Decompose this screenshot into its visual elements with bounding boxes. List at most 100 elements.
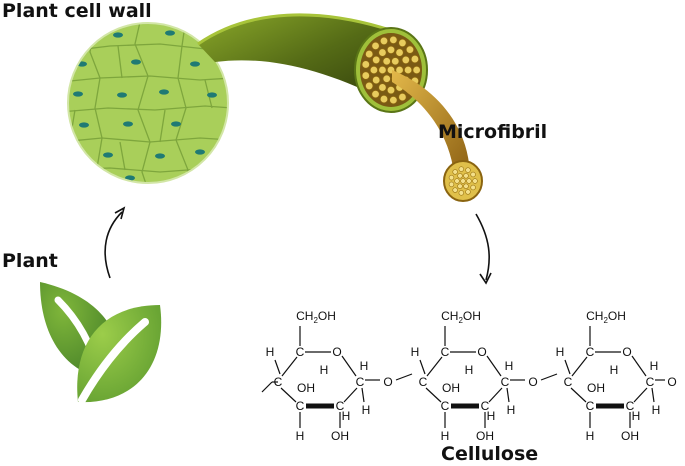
bond-line	[280, 387, 297, 403]
bond-line	[564, 359, 571, 375]
hydrogen-atom: H	[632, 409, 641, 423]
carbon-atom: C	[626, 399, 635, 413]
strand-dot	[398, 38, 407, 48]
hydroxyl-group: OH	[331, 429, 349, 443]
carbon-atom: C	[336, 399, 345, 413]
strand-dot	[371, 55, 381, 65]
ring-oxygen: O	[477, 345, 486, 359]
bond-line	[395, 373, 413, 381]
hydrogen-atom: H	[487, 409, 496, 423]
cell-wall-circle	[67, 22, 229, 184]
bond-line	[341, 355, 357, 377]
carbon-atom: C	[441, 345, 450, 359]
strand-dot	[364, 49, 374, 59]
bond-line	[631, 355, 647, 377]
strand-dot	[401, 55, 411, 65]
strand-dot	[398, 92, 407, 102]
strand-dot	[371, 75, 381, 85]
microfibril-dot	[448, 174, 455, 181]
bond-line	[633, 387, 648, 403]
bond-line	[274, 359, 281, 375]
bond-line	[486, 355, 502, 377]
microfibril-dot	[457, 173, 463, 179]
carbon-atom: C	[419, 375, 428, 389]
ring-oxygen: O	[332, 345, 341, 359]
microfibril-dot	[472, 178, 478, 184]
strand-dot	[371, 89, 380, 99]
strand-dot	[389, 95, 398, 105]
carbon-atom: C	[296, 399, 305, 413]
strand-dot	[410, 54, 420, 64]
carbon-atom: C	[586, 345, 595, 359]
hydroxyl-group: OH	[476, 429, 494, 443]
microfibril-dots	[448, 166, 478, 196]
strand-dot	[378, 48, 387, 57]
leaf-icon	[40, 282, 162, 404]
strand-dot	[403, 65, 413, 75]
microfibril-dot	[454, 178, 460, 184]
hydrogen-atom: H	[360, 359, 369, 373]
fiber-strands	[361, 35, 421, 105]
strand-dot	[361, 71, 370, 80]
glycosidic-oxygen: O	[528, 375, 537, 389]
hydrogen-atom: H	[507, 403, 516, 417]
bond-line	[425, 387, 442, 403]
carbon-atom: C	[501, 375, 510, 389]
strand-dot	[382, 57, 391, 66]
microfibril-dot	[466, 178, 472, 184]
hydrogen-atom: H	[266, 345, 275, 359]
hydroxyl-group: OH	[587, 381, 605, 395]
microfibril-dot	[460, 178, 466, 184]
microfibril-dot	[452, 169, 458, 175]
label-plant-cell-wall: Plant cell wall	[2, 0, 152, 22]
microfibril-dot	[465, 189, 471, 195]
strand-dot	[382, 74, 391, 83]
strand-dot	[405, 45, 415, 54]
hydrogen-atom: H	[296, 429, 305, 443]
carbon-atom: C	[564, 375, 573, 389]
microfibril-dot	[457, 183, 463, 189]
microfibril-dot	[463, 183, 469, 189]
strand-dot	[378, 65, 387, 75]
hydrogen-atom: H	[652, 403, 661, 417]
bond-line	[651, 387, 655, 403]
carbon-atom: C	[296, 345, 305, 359]
hydrogen-atom: H	[610, 363, 619, 377]
strand-dot	[389, 35, 398, 45]
strand-dot	[412, 65, 421, 75]
carbon-atom: C	[586, 399, 595, 413]
hydrogen-atom: H	[362, 403, 371, 417]
hydrogen-atom: H	[441, 429, 450, 443]
bond-line	[281, 356, 298, 377]
hydrogen-atom: H	[465, 363, 474, 377]
hydrogen-atom: H	[342, 409, 351, 423]
strand-dot	[379, 94, 389, 104]
bond-line	[506, 387, 510, 403]
hydrogen-atom: H	[320, 363, 329, 377]
bond-line	[419, 359, 426, 375]
hydrogen-atom: H	[556, 345, 565, 359]
microfibril-dot	[470, 184, 476, 191]
hydrogen-atom: H	[411, 345, 420, 359]
label-microfibril: Microfibril	[438, 121, 547, 143]
hydroxyl-group: OH	[297, 381, 315, 395]
hydrogen-atom: H	[650, 359, 659, 373]
microfibril-dot	[463, 173, 469, 179]
strand-dot	[395, 48, 404, 57]
bond-line	[571, 356, 588, 377]
carbon-atom: C	[274, 375, 283, 389]
microfibril-dot	[452, 187, 458, 193]
microfibril-dot	[448, 181, 455, 188]
hydrogen-atom: H	[505, 359, 514, 373]
strand-dot	[379, 36, 389, 46]
microfibril-strand	[392, 70, 483, 202]
bond-line	[540, 373, 558, 381]
glycosidic-oxygen: O	[383, 375, 392, 389]
hydroxyl-group: OH	[621, 429, 639, 443]
hydroxyl-group: OH	[442, 381, 460, 395]
strand-dot	[364, 81, 374, 91]
hydrogen-atom: H	[586, 429, 595, 443]
bond-line	[426, 356, 443, 377]
bond-line	[488, 387, 503, 403]
